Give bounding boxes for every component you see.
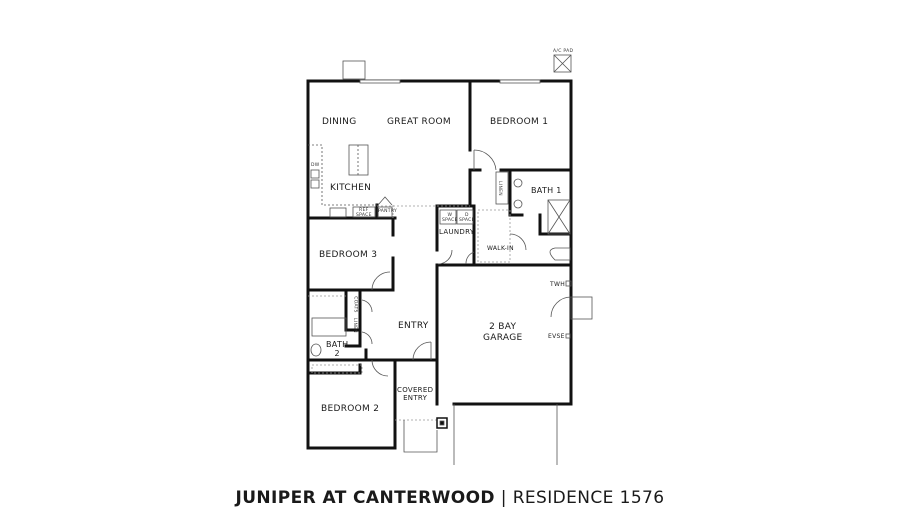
dryer-space-label: D SPACE [459,213,475,223]
d-line-1: D [465,213,469,218]
room-label-dining: DINING [322,117,357,127]
coats-label: COATS [352,296,358,313]
linen-hall-label: LINEN [351,318,357,333]
bath2-line-1: BATH [326,340,349,349]
room-label-bath-1: BATH 1 [531,186,562,195]
d-line-2: SPACE [459,218,475,223]
plan-title-separator: | [494,488,513,508]
room-label-covered-entry: COVERED ENTRY [397,386,433,402]
room-label-bedroom-1: BEDROOM 1 [490,117,549,127]
bath2-line-2: 2 [334,349,340,358]
w-line-2: SPACE [442,218,458,223]
room-label-bath-2: BATH 2 [326,340,348,358]
room-label-bedroom-3: BEDROOM 3 [319,250,378,260]
plan-title-residence: RESIDENCE 1576 [512,488,665,508]
evse-label: EVSE [548,333,565,340]
ac-pad-label: A/C PAD [553,49,574,54]
room-label-bedroom-2: BEDROOM 2 [321,404,380,414]
room-label-kitchen: KITCHEN [330,183,372,193]
room-label-garage: 2 BAY GARAGE [483,322,522,344]
ref-line-1: REF [359,208,369,213]
room-label-great-room: GREAT ROOM [387,117,451,127]
covered-entry-line-2: ENTRY [403,394,428,402]
room-label-walk-in: WALK-IN [487,245,514,252]
kitchen-island [348,144,369,176]
dishwasher-label: DW [311,163,320,168]
ref-space-label: REF SPACE [356,208,372,218]
shower [547,199,571,235]
plan-title: JUNIPER AT CANTERWOOD | RESIDENCE 1576 [0,488,900,508]
pantry-label: PANTRY [378,209,398,214]
plan-title-community: JUNIPER AT CANTERWOOD [235,488,495,508]
garage-line-2: GARAGE [483,333,523,343]
room-label-laundry: LAUNDRY [439,228,475,236]
w-line-1: W [447,213,453,218]
ref-line-2: SPACE [356,213,372,218]
covered-entry-line-1: COVERED [397,386,434,394]
twh-label: TWH [550,281,566,288]
ac-pad [553,54,572,73]
washer-space-label: W SPACE [442,213,458,223]
room-label-entry: ENTRY [398,321,429,331]
linen-bath1-label: LINEN [496,181,502,196]
garage-line-1: 2 BAY [489,322,517,332]
